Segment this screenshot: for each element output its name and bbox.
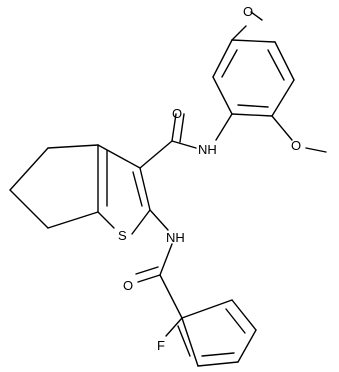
bond bbox=[274, 41, 295, 81]
bond bbox=[201, 352, 235, 357]
bond bbox=[171, 113, 177, 142]
bond bbox=[212, 39, 233, 78]
bond bbox=[271, 115, 293, 141]
bond bbox=[237, 104, 269, 108]
bond bbox=[231, 299, 257, 331]
bond bbox=[97, 211, 115, 229]
bond bbox=[181, 299, 233, 319]
atom-label-amide-nh: NH bbox=[198, 142, 217, 157]
bond bbox=[215, 113, 233, 141]
bond bbox=[250, 11, 263, 21]
bond bbox=[177, 325, 191, 357]
bond bbox=[47, 144, 99, 149]
bond bbox=[139, 140, 173, 169]
bond bbox=[132, 171, 143, 207]
atom-labels: O O NH O S NH O F bbox=[118, 4, 301, 353]
bond bbox=[159, 243, 173, 276]
bond bbox=[139, 167, 151, 211]
atom-label-methoxy-oxygen: O bbox=[243, 4, 253, 19]
bond bbox=[137, 274, 161, 283]
bond bbox=[267, 49, 285, 81]
bond bbox=[221, 49, 238, 78]
bond bbox=[171, 140, 197, 149]
bond bbox=[97, 144, 141, 169]
bond bbox=[131, 209, 151, 235]
bond bbox=[165, 317, 183, 337]
bond bbox=[47, 211, 99, 229]
bond bbox=[212, 76, 233, 115]
bond bbox=[159, 274, 183, 319]
atom-label-fluorine: F bbox=[157, 338, 165, 353]
atom-label-amide-oxygen: O bbox=[172, 106, 182, 121]
bond bbox=[9, 189, 49, 229]
bond bbox=[225, 308, 246, 334]
atom-label-sulfur: S bbox=[118, 228, 127, 243]
bond bbox=[197, 361, 239, 367]
bond bbox=[179, 113, 185, 143]
bond bbox=[231, 25, 247, 41]
bond bbox=[231, 113, 273, 117]
atom-label-methoxy-oxygen: O bbox=[291, 138, 301, 153]
bond bbox=[181, 317, 199, 367]
atom-label-amide-nh: NH bbox=[166, 230, 185, 245]
bond bbox=[305, 147, 327, 153]
atom-label-amide-oxygen: O bbox=[123, 278, 133, 293]
bond bbox=[237, 329, 257, 363]
bond bbox=[9, 147, 49, 191]
bond-lines bbox=[9, 11, 327, 367]
bond bbox=[149, 209, 169, 231]
bond bbox=[271, 79, 295, 117]
bond bbox=[231, 39, 276, 43]
bond bbox=[135, 266, 159, 275]
